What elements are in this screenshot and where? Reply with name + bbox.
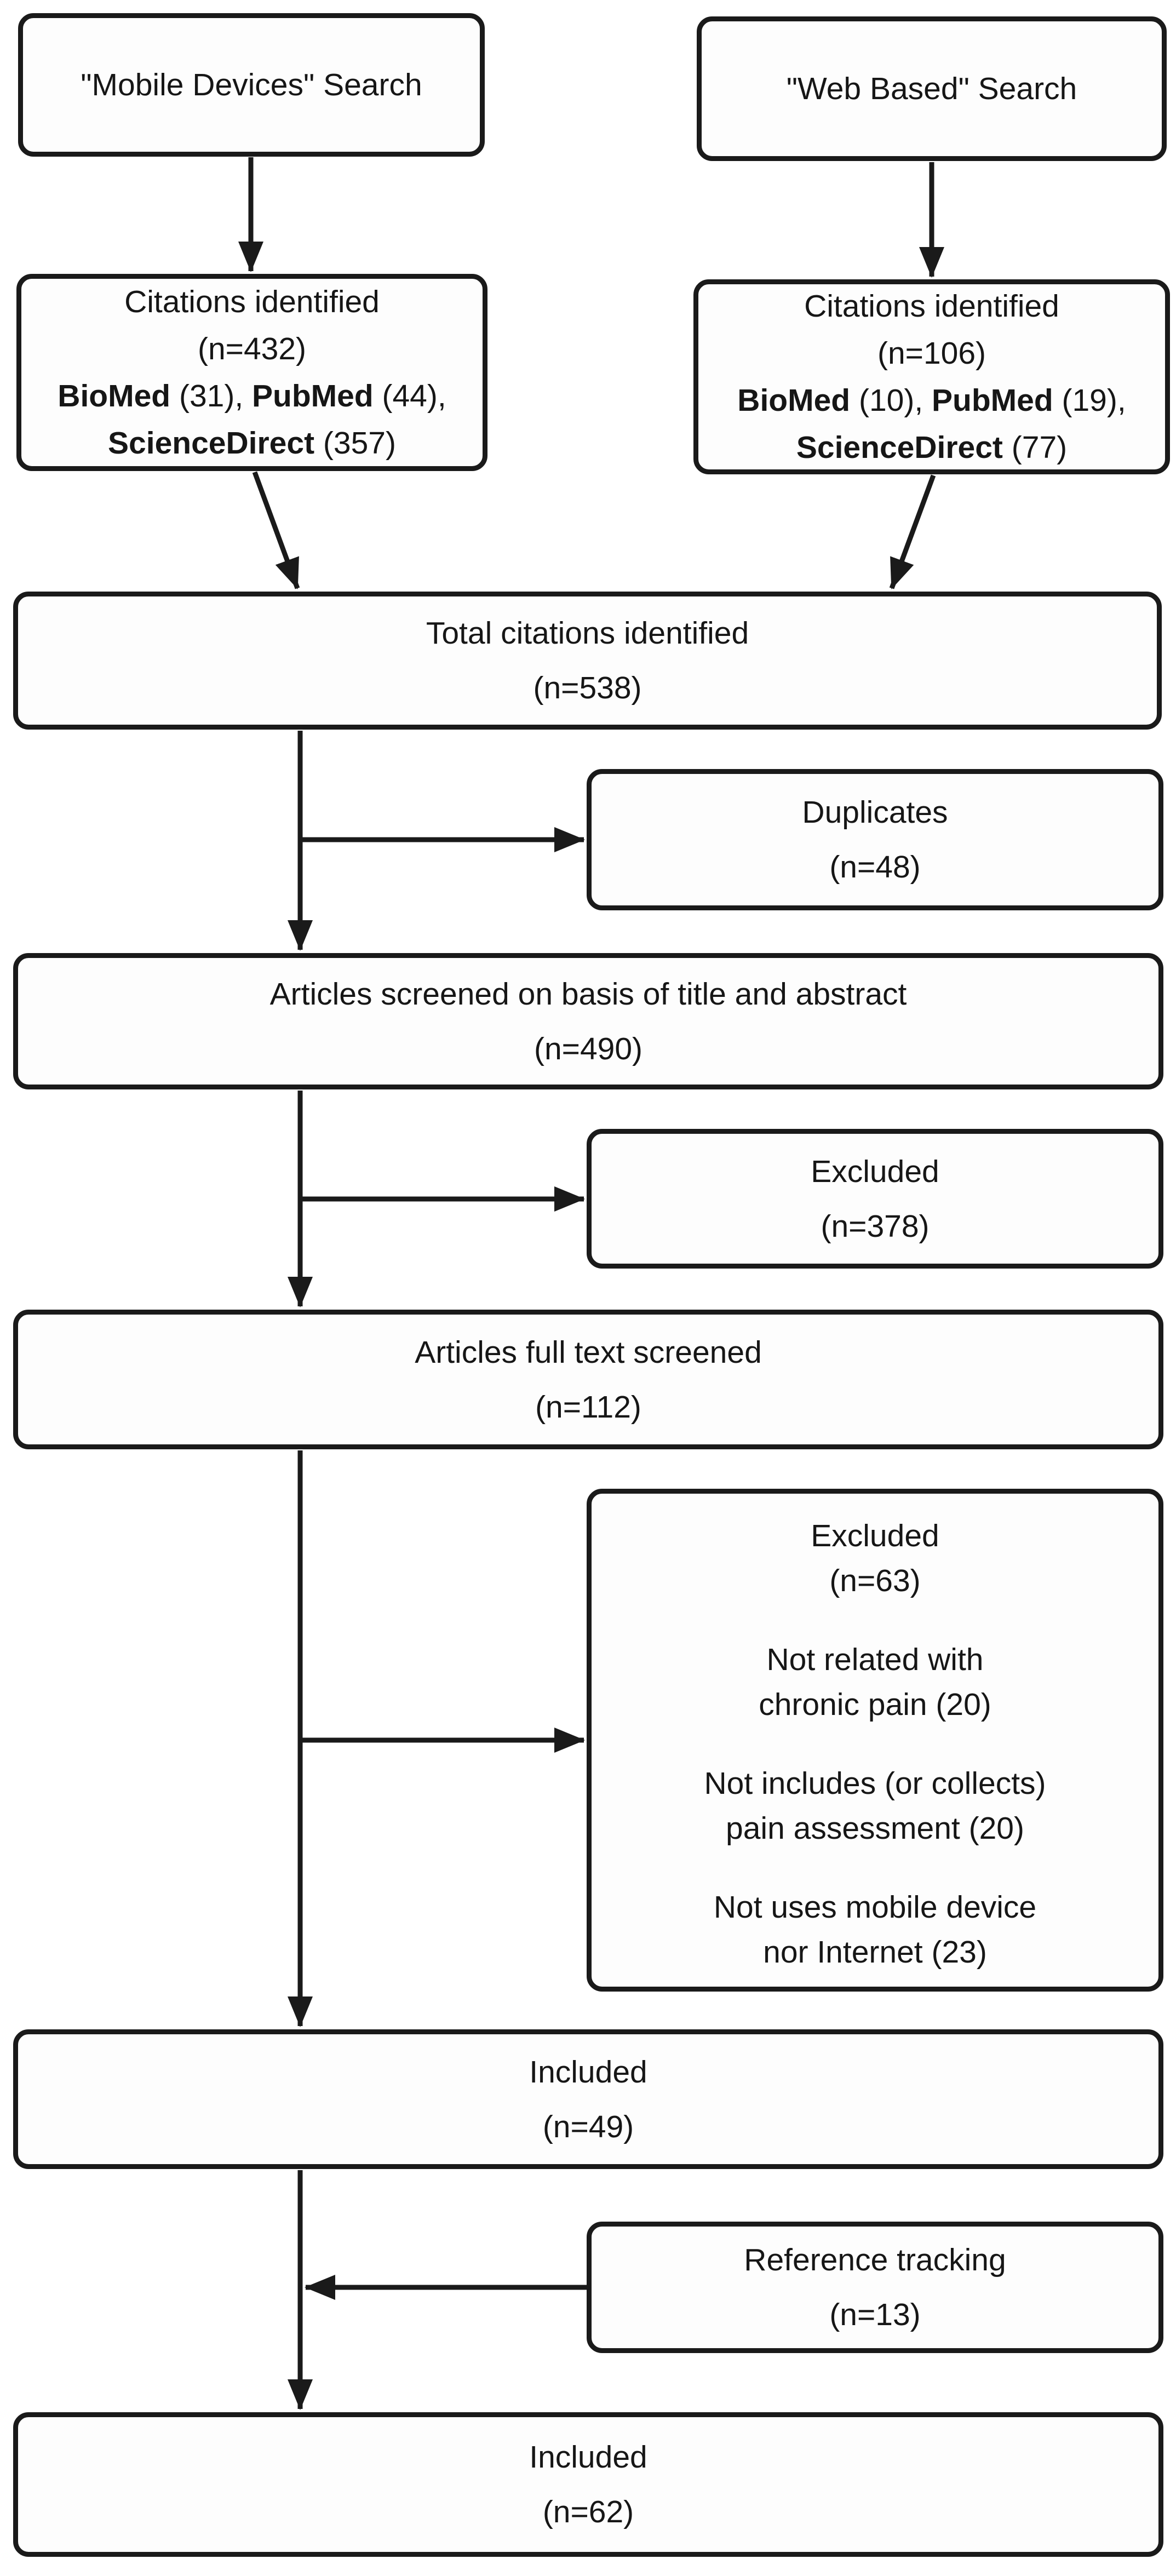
node-title: Reference tracking	[744, 2242, 1006, 2277]
source-name: PubMed	[252, 378, 374, 414]
node-count: (n=432)	[197, 331, 307, 366]
node-citations-identified-mobile: Citations identified (n=432) BioMed (31)…	[16, 274, 487, 471]
node-duplicates: Duplicates (n=48)	[587, 769, 1163, 910]
node-sources-line-1: BioMed (31), PubMed (44),	[58, 372, 446, 420]
node-articles-full-text-screened: Articles full text screened (n=112)	[13, 1310, 1163, 1449]
node-count: (n=63)	[829, 1563, 921, 1598]
node-excluded-title-abstract: Excluded (n=378)	[587, 1129, 1163, 1269]
reason-line: Not related with	[766, 1642, 984, 1677]
node-title: Included	[529, 2054, 647, 2090]
source-count: (44),	[373, 378, 446, 414]
node-title: Included	[529, 2440, 647, 2475]
node-sources-line-2: ScienceDirect (357)	[108, 420, 396, 467]
node-count: (n=13)	[829, 2297, 921, 2332]
exclusion-reason: Not related with chronic pain (20)	[759, 1637, 991, 1727]
node-count: (n=106)	[877, 336, 986, 371]
source-count: (31),	[170, 378, 252, 414]
node-included-final: Included (n=62)	[13, 2412, 1163, 2557]
node-articles-screened-title-abstract: Articles screened on basis of title and …	[13, 953, 1163, 1089]
source-name: ScienceDirect	[108, 426, 315, 461]
node-title: Duplicates	[802, 795, 948, 830]
node-title: Excluded	[811, 1154, 939, 1189]
exclusion-reason: Not includes (or collects) pain assessme…	[704, 1761, 1046, 1851]
source-count: (19),	[1053, 383, 1126, 418]
node-title: Total citations identified	[426, 616, 749, 651]
node-sources-line-1: BioMed (10), PubMed (19),	[737, 377, 1126, 424]
node-label: "Mobile Devices" Search	[81, 67, 422, 102]
node-count: (n=538)	[533, 670, 642, 705]
node-included-initial: Included (n=49)	[13, 2029, 1163, 2169]
source-name: PubMed	[932, 383, 1053, 418]
node-reference-tracking: Reference tracking (n=13)	[587, 2222, 1163, 2353]
node-count: (n=378)	[821, 1208, 930, 1244]
node-label: "Web Based" Search	[786, 71, 1077, 106]
reason-line: Not uses mobile device	[713, 1890, 1037, 1925]
excluded-header: Excluded (n=63)	[811, 1513, 939, 1603]
node-excluded-full-text: Excluded (n=63) Not related with chronic…	[587, 1489, 1163, 1992]
source-count: (10),	[850, 383, 932, 418]
node-total-citations-identified: Total citations identified (n=538)	[13, 592, 1162, 730]
node-count: (n=62)	[542, 2494, 634, 2529]
reason-line: Not includes (or collects)	[704, 1766, 1046, 1801]
arrow-citations-web-to-total	[889, 474, 936, 589]
node-title: Articles full text screened	[415, 1334, 762, 1370]
node-count: (n=48)	[829, 850, 921, 885]
reason-line: pain assessment (20)	[726, 1811, 1024, 1846]
source-count: (357)	[314, 426, 396, 461]
arrow-citations-mobile-to-total	[252, 471, 300, 589]
node-title: Citations identified	[804, 289, 1059, 324]
node-count: (n=112)	[535, 1389, 641, 1425]
source-count: (77)	[1002, 430, 1068, 465]
node-title: Citations identified	[124, 284, 380, 319]
node-web-based-search: "Web Based" Search	[697, 16, 1167, 161]
reason-line: chronic pain (20)	[759, 1687, 991, 1722]
node-count: (n=490)	[533, 1031, 643, 1066]
node-mobile-devices-search: "Mobile Devices" Search	[18, 13, 485, 157]
source-name: BioMed	[58, 378, 171, 414]
source-name: BioMed	[737, 383, 851, 418]
exclusion-reason: Not uses mobile device nor Internet (23)	[714, 1885, 1036, 1975]
source-name: ScienceDirect	[796, 430, 1003, 465]
reason-line: nor Internet (23)	[763, 1935, 987, 1970]
node-count: (n=49)	[542, 2109, 634, 2144]
node-title: Excluded	[811, 1518, 939, 1553]
node-sources-line-2: ScienceDirect (77)	[796, 424, 1067, 471]
node-citations-identified-web: Citations identified (n=106) BioMed (10)…	[693, 279, 1170, 474]
node-title: Articles screened on basis of title and …	[269, 976, 907, 1012]
